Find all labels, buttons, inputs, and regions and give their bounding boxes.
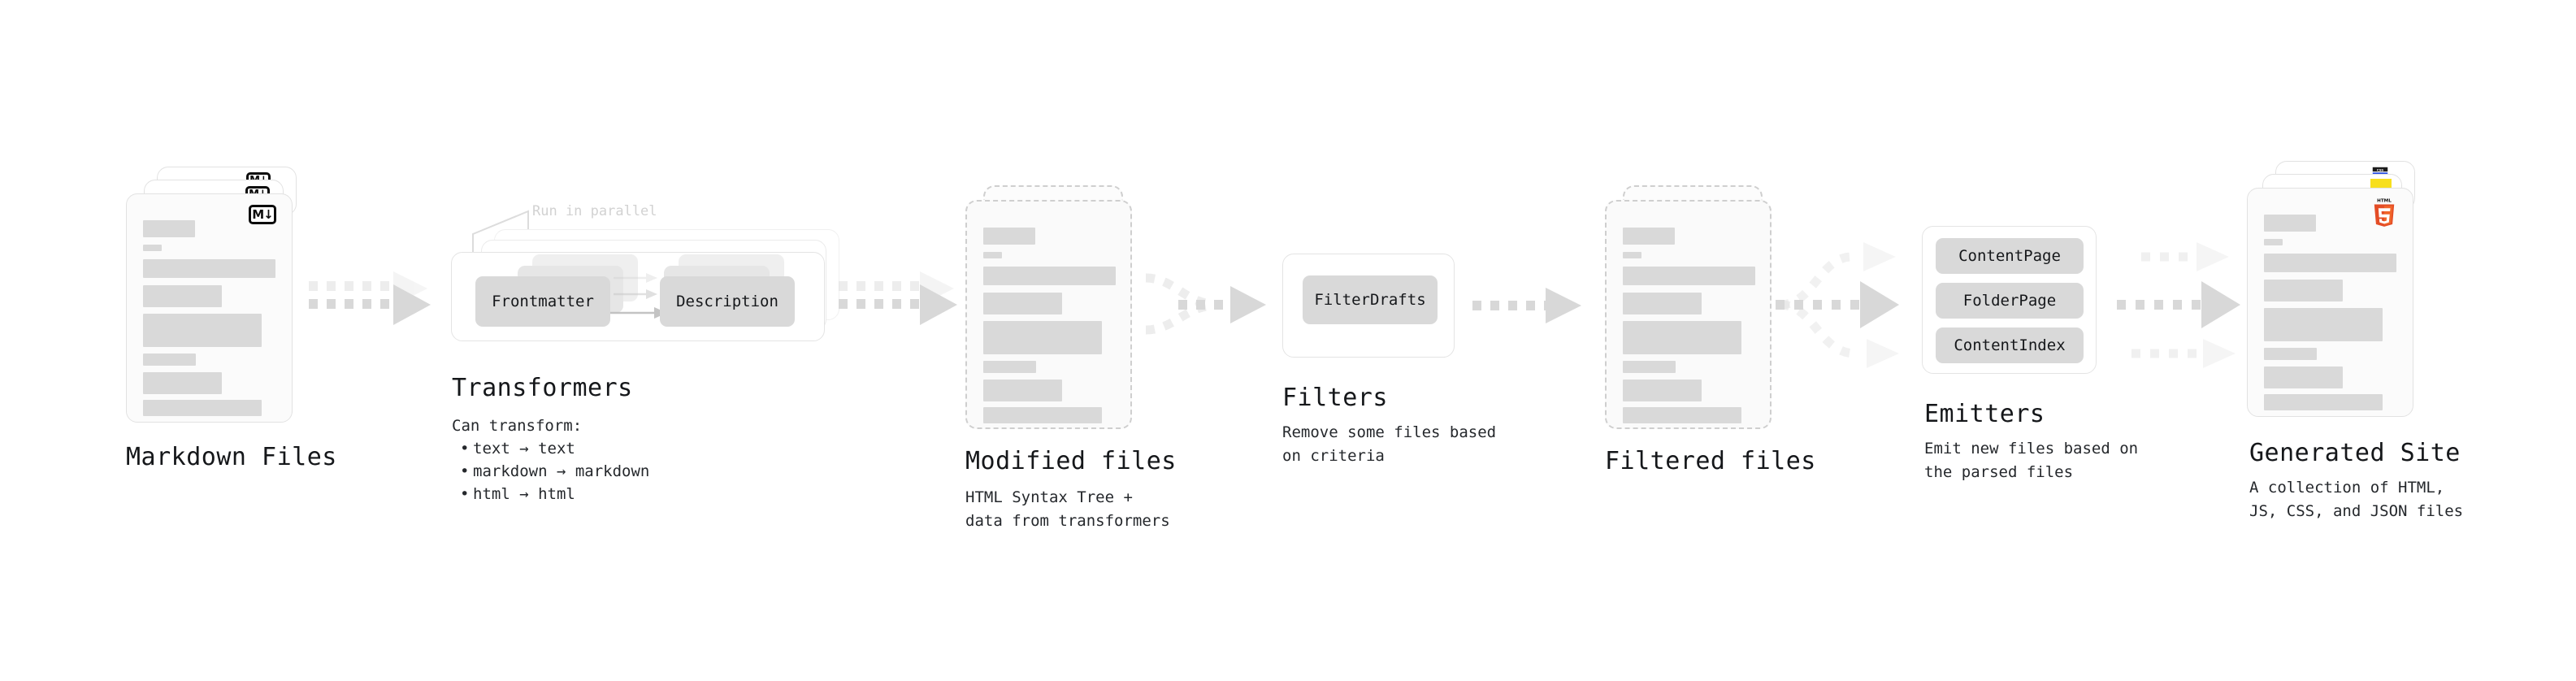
doc-bar [143,245,162,251]
stage-desc-transformers: Can transform: [452,417,583,435]
transformers-bullet-list: •text → text •markdown → markdown •html … [460,437,649,505]
filters-chip-filterdrafts[interactable]: FilterDrafts [1303,275,1438,324]
markdown-files-stack: M↓ M↓ M↓ [126,167,301,423]
list-item: •html → html [460,485,575,503]
modified-card-front [965,200,1132,429]
doc-bar [983,267,1116,285]
doc-bar [2264,215,2316,232]
doc-bar [1623,361,1676,373]
svg-text:HTML: HTML [2377,199,2392,204]
doc-bar [983,361,1036,373]
run-in-parallel-bracket [472,210,529,257]
emitters-chip-contentindex[interactable]: ContentIndex [1936,327,2084,363]
svg-text:CSS: CSS [2377,168,2383,172]
doc-bar [2264,367,2343,388]
doc-bar [143,220,195,237]
filters-group-box: FilterDrafts [1282,254,1455,358]
doc-bar [1623,267,1755,285]
markdown-card-front: M↓ [126,193,293,423]
arrow-transformers-to-modified [839,271,957,325]
filtered-files-stack [1605,185,1780,429]
stage-title-generated-site: Generated Site [2249,439,2461,467]
doc-bar [983,252,1002,258]
doc-bar [2264,348,2317,360]
stage-title-modified-files: Modified files [965,447,1177,475]
generated-site-stack: CSS HTML [2247,161,2422,421]
filtered-card-front [1605,200,1772,429]
doc-bar [1623,252,1641,258]
doc-bar [2264,254,2396,272]
stage-desc-modified-files: HTML Syntax Tree + data from transformer… [965,488,1170,530]
doc-bar [983,228,1035,245]
markdown-icon: M↓ [249,205,276,224]
doc-bar [1623,293,1702,314]
doc-bar [1623,380,1702,401]
css3-icon: CSS [2372,167,2388,175]
run-in-parallel-note: Run in parallel [532,203,657,219]
stage-title-markdown-files: Markdown Files [126,443,337,471]
arrow-filters-to-filtered [1472,288,1581,323]
modified-files-stack [965,185,1140,429]
html5-icon: HTML [2374,199,2395,227]
doc-bar [2264,308,2383,341]
doc-bar [2264,394,2383,410]
doc-bar [143,314,262,347]
transformer-chip-frontmatter[interactable]: Frontmatter [475,276,610,327]
list-item: •text → text [460,440,575,458]
stage-title-transformers: Transformers [452,374,633,402]
stage-desc-filters: Remove some files based on criteria [1282,423,1497,465]
doc-bar [143,372,222,394]
doc-bar [983,380,1062,401]
emitters-chip-folderpage[interactable]: FolderPage [1936,283,2084,319]
emitters-chip-contentpage[interactable]: ContentPage [1936,238,2084,274]
stage-title-emitters: Emitters [1924,400,2045,428]
stage-title-filtered-files: Filtered files [1605,447,1816,475]
doc-bar [143,400,262,416]
doc-bar [2264,280,2343,301]
doc-bar [983,407,1102,423]
stage-desc-emitters: Emit new files based on the parsed files [1924,440,2139,481]
transformer-inner-arrows [589,273,667,319]
doc-bar [1623,321,1741,354]
arrow-markdown-to-transformers [309,271,431,325]
doc-bar [1623,407,1741,423]
arrow-filtered-to-emitters [1776,242,1899,368]
stage-desc-generated-site: A collection of HTML, JS, CSS, and JSON … [2249,479,2464,520]
transformer-chip-description[interactable]: Description [660,276,795,327]
doc-bar [143,259,275,278]
doc-bar [143,354,196,366]
arrow-modified-to-filters [1145,273,1266,335]
emitters-group-box: ContentPage FolderPage ContentIndex [1922,226,2097,374]
generated-card-front: HTML [2247,188,2413,417]
doc-bar [983,321,1102,354]
list-item: •markdown → markdown [460,462,650,480]
doc-bar [143,285,222,307]
doc-bar [983,293,1062,314]
stage-title-filters: Filters [1282,384,1388,412]
doc-bar [2264,239,2283,245]
arrow-emitters-to-generated-site [2117,242,2240,368]
doc-bar [1623,228,1675,245]
